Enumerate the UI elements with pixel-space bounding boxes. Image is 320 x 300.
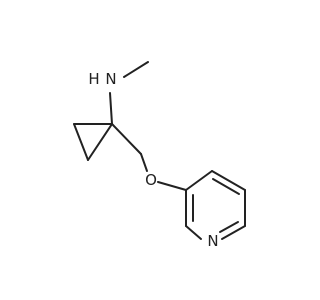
double-bond-c4-c5 <box>212 178 240 195</box>
structure-drawing: H N O N <box>73 61 246 250</box>
bond-c3-c1 <box>87 123 113 161</box>
atom-amine-n: N <box>105 70 116 88</box>
atom-ether-o: O <box>145 171 157 189</box>
bond-methyl-n <box>123 61 149 78</box>
bond-n-c1 <box>109 92 113 125</box>
bond-ch2-o <box>140 153 148 172</box>
double-bond-c6-n1 <box>219 221 239 233</box>
bond-c2-c3 <box>73 123 89 161</box>
bond-n1-c2 <box>185 225 202 240</box>
bond-c3-c4 <box>185 170 213 191</box>
bond-o-c3 <box>157 181 187 191</box>
atom-pyridine-n: N <box>207 232 218 250</box>
bond-c6-n1 <box>221 225 246 240</box>
bond-c4-c5 <box>211 170 246 191</box>
atom-h: H <box>88 70 99 88</box>
molecule-canvas: H N O N <box>73 61 246 250</box>
bond-c1-ch2 <box>111 123 142 155</box>
